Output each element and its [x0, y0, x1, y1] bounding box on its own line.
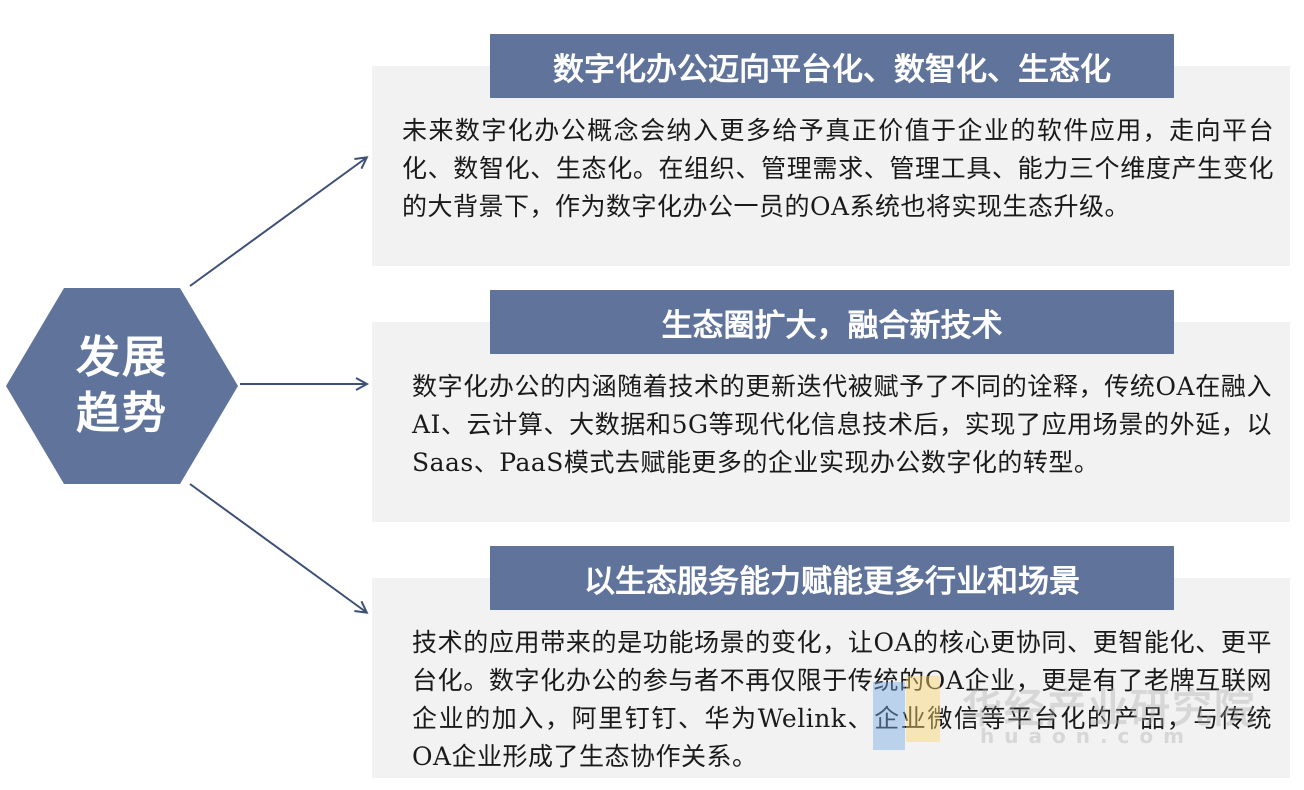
- hexagon-shape: [6, 288, 238, 484]
- trend-panel-1: [372, 66, 1290, 266]
- trend-panel-3: [372, 578, 1290, 778]
- center-hexagon: 发展趋势: [6, 288, 238, 484]
- trend-title-3: 以生态服务能力赋能更多行业和场景: [490, 546, 1174, 610]
- trend-description-3: 技术的应用带来的是功能场景的变化，让OA的核心更协同、更智能化、更平台化。数字化…: [412, 628, 1272, 771]
- trend-description-1: 未来数字化办公概念会纳入更多给予真正价值于企业的软件应用，走向平台化、数智化、生…: [402, 116, 1274, 221]
- trend-title-2: 生态圈扩大，融合新技术: [490, 290, 1174, 354]
- trend-panel-2: [372, 322, 1290, 522]
- arrow-to-trend-3: [189, 483, 366, 612]
- center-label: 发展趋势: [76, 332, 168, 439]
- trend-title-1: 数字化办公迈向平台化、数智化、生态化: [490, 34, 1174, 98]
- trend-description-2: 数字化办公的内涵随着技术的更新迭代被赋予了不同的诠释，传统OA在融入AI、云计算…: [412, 372, 1272, 477]
- arrow-to-trend-1: [189, 158, 366, 287]
